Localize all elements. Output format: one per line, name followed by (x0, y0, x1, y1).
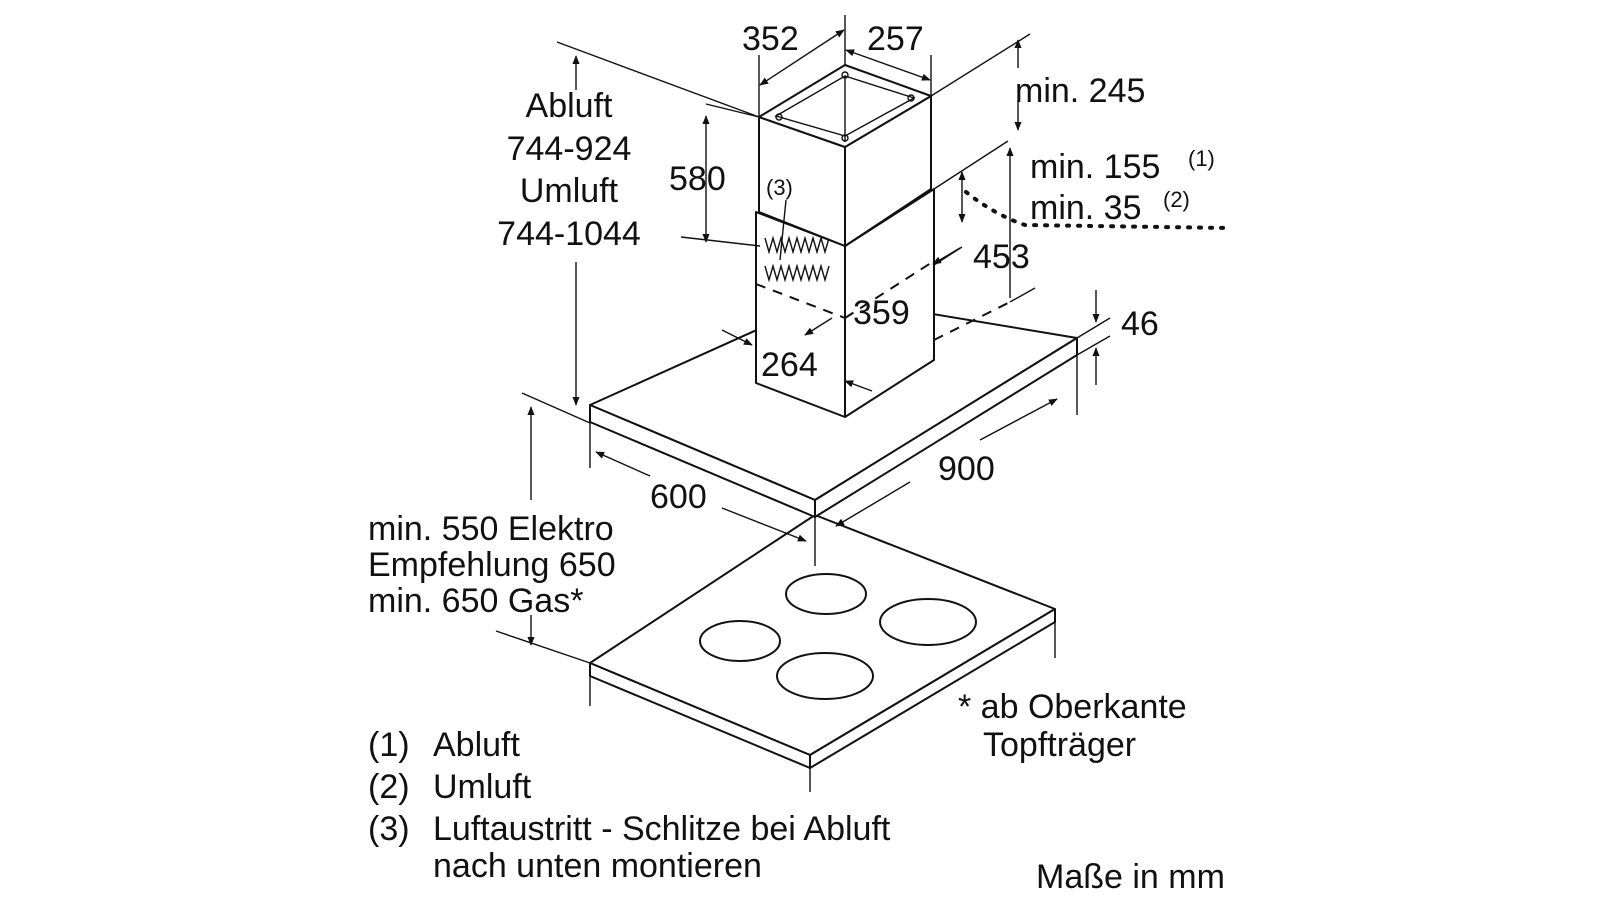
dim-580: 580 (669, 160, 726, 198)
legend-text-3b: nach unten montieren (433, 847, 762, 885)
legend: (1) Abluft (2) Umluft (3) Luftaustritt -… (368, 726, 891, 885)
callout-3: (3) (766, 175, 793, 200)
abluft-label: Abluft (526, 87, 613, 125)
burner-right (879, 598, 977, 646)
dim-359: 359 (853, 294, 910, 332)
cooktop (589, 514, 1056, 792)
dim-352: 352 (742, 20, 799, 58)
units-note: Maße in mm (1036, 858, 1225, 896)
chimney-lower-front (755, 211, 846, 418)
footnote: * ab Oberkante Topfträger (958, 688, 1187, 764)
burner-front (776, 652, 874, 700)
ref-2: (2) (1163, 187, 1190, 212)
ceiling-line (964, 190, 1232, 230)
dim-257: 257 (867, 20, 924, 58)
umluft-label: Umluft (520, 172, 619, 210)
ref-1: (1) (1188, 146, 1215, 171)
legend-text-2: Umluft (433, 768, 532, 806)
legend-num-1: (1) (368, 726, 410, 764)
airflow-height-labels: Abluft 744-924 Umluft 744-1044 (497, 87, 641, 253)
air-outlet-slots (764, 235, 830, 283)
dim-46: 46 (1121, 305, 1159, 343)
umluft-range: 744-1044 (497, 215, 641, 253)
chimney-upper (758, 64, 932, 247)
legend-text-3: Luftaustritt - Schlitze bei Abluft (433, 810, 891, 848)
clearance-line-3: min. 650 Gas* (368, 582, 583, 620)
legend-text-1: Abluft (433, 726, 520, 764)
clearance-line-2: Empfehlung 650 (368, 546, 616, 584)
burner-back (785, 573, 867, 615)
dimension-lines (495, 15, 1111, 664)
chimney-lower (755, 188, 1011, 418)
dim-min-245: min. 245 (1015, 72, 1145, 110)
dim-600: 600 (650, 478, 707, 516)
legend-num-2: (2) (368, 768, 410, 806)
dim-453: 453 (973, 238, 1030, 276)
clearance-line-1: min. 550 Elektro (368, 510, 614, 548)
dim-900: 900 (938, 450, 995, 488)
footnote-line-1: * ab Oberkante (958, 688, 1187, 726)
footnote-line-2: Topfträger (983, 726, 1136, 764)
dim-min-155: min. 155 (1030, 148, 1160, 186)
chimney-lower-side (844, 188, 935, 418)
abluft-range: 744-924 (507, 130, 632, 168)
dim-264: 264 (761, 346, 818, 384)
burner-left (699, 620, 781, 662)
chimney-hidden-edge-3 (933, 301, 1011, 341)
dimension-labels: 352 257 min. 245 min. 155 (1) min. 35 (2… (650, 20, 1215, 516)
legend-num-3: (3) (368, 810, 410, 848)
dim-min-35: min. 35 (1030, 189, 1142, 227)
clearance-labels: min. 550 Elektro Empfehlung 650 min. 650… (368, 510, 616, 620)
chimney-hidden-edge-1 (755, 283, 846, 319)
